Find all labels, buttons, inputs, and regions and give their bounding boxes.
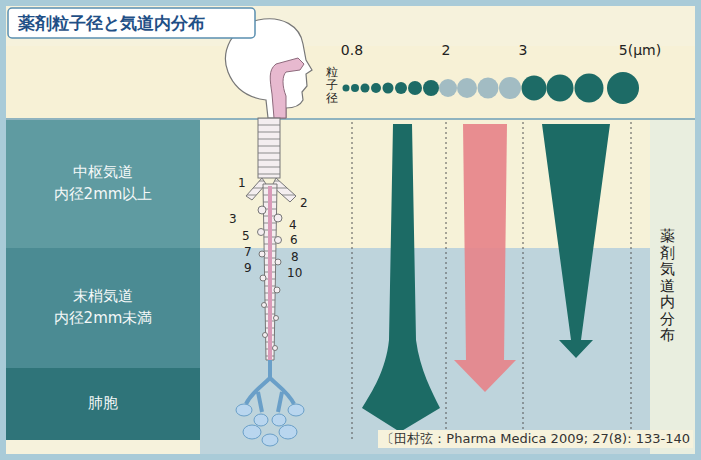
panel xyxy=(6,6,695,454)
caption: 〔田村弦：Pharma Medica 2009; 27(8): 133-140 xyxy=(378,430,693,448)
callout-number: 3 xyxy=(229,212,237,226)
band-text: 末梢気道 xyxy=(73,286,133,308)
size-value: 5(μm) xyxy=(619,42,661,58)
callout-number: 4 xyxy=(289,218,297,232)
particle-circles xyxy=(343,72,640,104)
airway-band: 中枢気道内径2mm以上 xyxy=(6,120,200,248)
airway-band: 末梢気道内径2mm未満 xyxy=(6,248,200,368)
band-fill xyxy=(6,368,200,440)
airway-band: 肺胞 xyxy=(6,368,200,440)
callout-number: 2 xyxy=(300,196,308,210)
callout-number: 9 xyxy=(244,261,252,275)
band-text: 中枢気道 xyxy=(73,162,133,184)
size-value: 3 xyxy=(519,42,528,58)
airway-tree xyxy=(236,118,304,446)
divider xyxy=(6,118,695,120)
column-lines xyxy=(352,122,631,440)
distribution-arrow xyxy=(454,124,516,392)
title-box xyxy=(8,8,255,38)
title: 薬剤粒子径と気道内分布 xyxy=(18,12,205,35)
callout-number: 10 xyxy=(287,266,302,280)
callout-number: 6 xyxy=(290,233,298,247)
band-fill xyxy=(6,120,200,248)
size-value: 2 xyxy=(442,42,451,58)
band-fill xyxy=(6,248,200,368)
axis-label: 薬剤気道内分布 xyxy=(660,228,675,344)
axis-label: 粒子径 xyxy=(326,66,338,106)
callout-number: 7 xyxy=(244,245,252,259)
callout-number: 5 xyxy=(242,229,250,243)
callout-number: 8 xyxy=(291,250,299,264)
callout-number: 1 xyxy=(238,176,246,190)
band-text: 内径2mm未満 xyxy=(54,308,153,330)
band-text: 内径2mm以上 xyxy=(54,184,153,206)
distribution-arrow xyxy=(542,124,610,358)
band-text: 肺胞 xyxy=(88,393,118,415)
size-value: 0.8 xyxy=(341,42,363,58)
distribution-arrow xyxy=(362,124,440,432)
side-zone xyxy=(650,120,695,454)
